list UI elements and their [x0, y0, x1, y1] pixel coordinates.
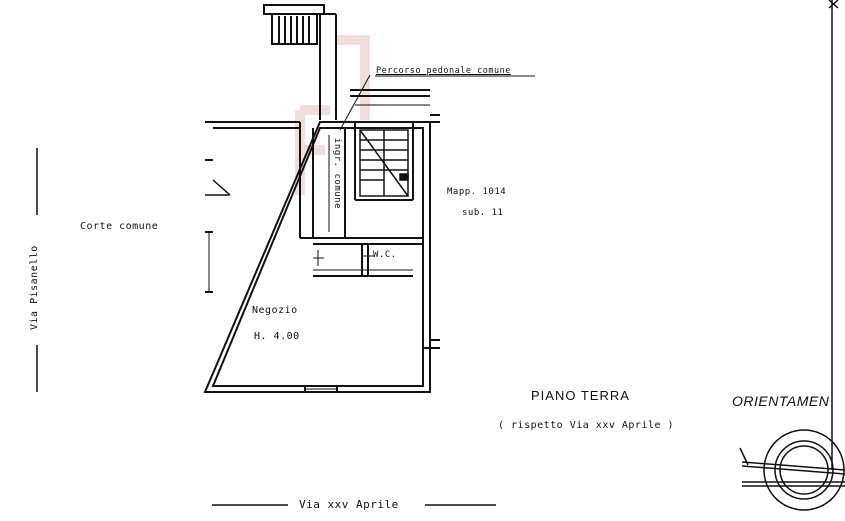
- walkway-lines: [319, 13, 430, 131]
- street-label-bottom: Via xxv Aprile: [299, 498, 399, 511]
- right-boundary: [828, 0, 839, 470]
- building-outline: [203, 114, 440, 393]
- street-lines: [36, 75, 535, 506]
- plan-title: PIANO TERRA: [531, 388, 630, 403]
- internal-stair: [359, 129, 409, 197]
- shop-name-label: Negozio: [252, 305, 298, 316]
- walkway-label: Percorso pedonale comune: [376, 66, 511, 76]
- courtyard-label: Corte comune: [80, 221, 159, 232]
- upper-stair: [263, 4, 325, 45]
- shop-height-label: H. 4.00: [254, 331, 300, 342]
- plan-subtitle: ( rispetto Via xxv Aprile ): [498, 420, 675, 431]
- street-label-left: Via Pisanello: [29, 245, 40, 330]
- parcel-mapp-label: Mapp. 1014: [447, 187, 507, 197]
- parcel-sub-label: sub. 11: [462, 208, 504, 218]
- compass-icon: [739, 429, 845, 511]
- wc-label: W.C.: [373, 250, 397, 260]
- orientation-label: ORIENTAMEN: [732, 393, 830, 409]
- corridor-label: ingr. comune: [332, 138, 342, 210]
